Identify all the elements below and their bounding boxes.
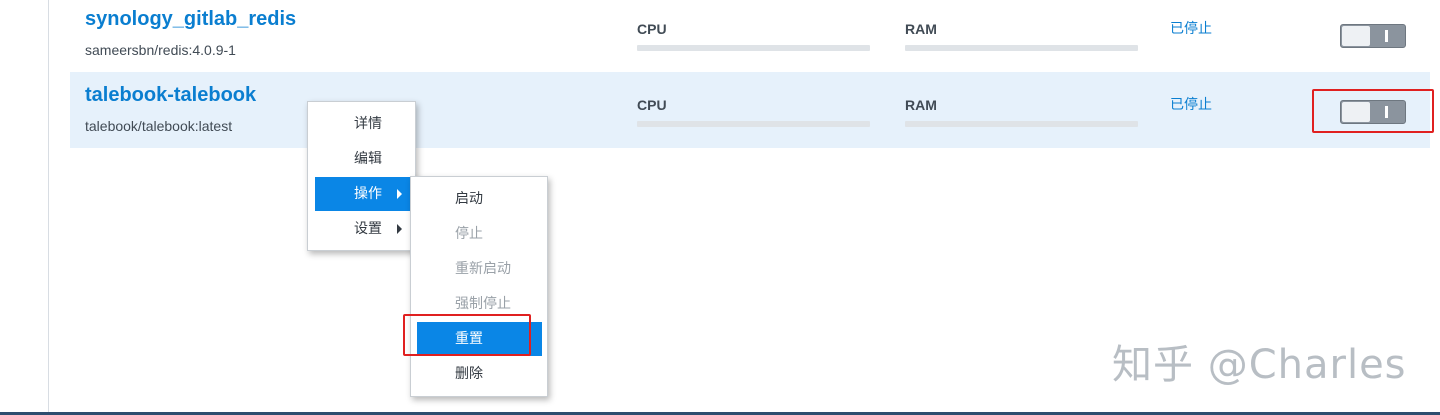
chevron-right-icon: [397, 189, 402, 199]
ram-usage-bar: [905, 121, 1138, 127]
container-name[interactable]: synology_gitlab_redis: [85, 8, 297, 30]
submenu-item-restart: 重新启动: [411, 252, 547, 286]
submenu-item-reset[interactable]: 重置: [417, 322, 542, 356]
menu-item-label: 编辑: [354, 151, 382, 167]
menu-item-label: 操作: [354, 186, 382, 202]
bottom-border: [0, 412, 1440, 415]
cpu-usage-bar: [637, 45, 870, 51]
panel-left-border: [48, 0, 49, 415]
menu-item-action[interactable]: 操作: [315, 177, 410, 211]
reset-highlight-box: [403, 314, 531, 356]
menu-item-label: 详情: [354, 116, 382, 132]
toggle-knob: [1342, 26, 1370, 46]
menu-item-label: 强制停止: [455, 296, 511, 312]
power-toggle[interactable]: [1340, 24, 1406, 48]
menu-item-details[interactable]: 详情: [308, 107, 415, 141]
toggle-on-mark-icon: [1385, 30, 1388, 42]
chevron-right-icon: [397, 224, 402, 234]
container-name[interactable]: talebook-talebook: [85, 84, 257, 106]
submenu-item-delete[interactable]: 删除: [411, 357, 547, 391]
menu-item-label: 删除: [455, 366, 483, 382]
submenu-item-stop: 停止: [411, 217, 547, 251]
watermark: 知乎 @Charles: [1112, 342, 1407, 388]
menu-item-settings[interactable]: 设置: [308, 212, 415, 246]
action-submenu: 启动 停止 重新启动 强制停止 重置 删除: [410, 176, 548, 397]
power-toggle-highlight-box: [1312, 89, 1434, 133]
submenu-item-start[interactable]: 启动: [411, 182, 547, 216]
menu-item-label: 重新启动: [455, 261, 511, 277]
context-menu: 详情 编辑 操作 设置: [307, 101, 416, 251]
container-row-talebook[interactable]: talebook-talebook talebook/talebook:late…: [70, 72, 1430, 148]
cpu-label: CPU: [637, 97, 667, 113]
status-label: 已停止: [1170, 21, 1212, 37]
menu-item-label: 重置: [455, 331, 483, 347]
ram-label: RAM: [905, 97, 937, 113]
toggle-knob: [1342, 102, 1370, 122]
cpu-label: CPU: [637, 21, 667, 37]
menu-item-label: 启动: [455, 191, 483, 207]
container-image: talebook/talebook:latest: [85, 118, 233, 134]
power-toggle[interactable]: [1340, 100, 1406, 124]
toggle-on-mark-icon: [1385, 106, 1388, 118]
submenu-item-force-stop: 强制停止: [411, 287, 547, 321]
container-image: sameersbn/redis:4.0.9-1: [85, 42, 236, 58]
ram-label: RAM: [905, 21, 937, 37]
cpu-usage-bar: [637, 121, 870, 127]
menu-item-label: 设置: [354, 221, 382, 237]
menu-item-label: 停止: [455, 226, 483, 242]
container-row-synology-gitlab-redis[interactable]: synology_gitlab_redis sameersbn/redis:4.…: [70, 0, 1430, 72]
menu-item-edit[interactable]: 编辑: [308, 142, 415, 176]
status-label: 已停止: [1170, 97, 1212, 113]
ram-usage-bar: [905, 45, 1138, 51]
